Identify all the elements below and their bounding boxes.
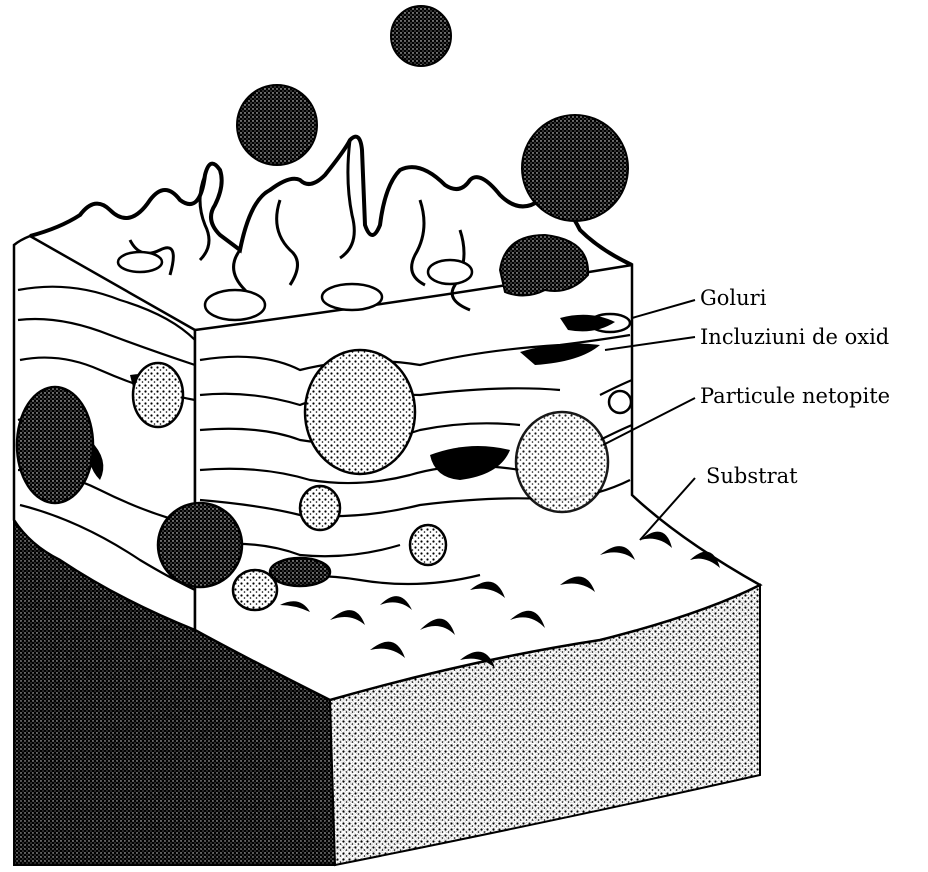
incoming-droplets <box>237 6 628 296</box>
label-goluri: Goluri <box>700 288 766 309</box>
void-1 <box>118 252 162 272</box>
particle-right <box>516 412 608 512</box>
droplet-left <box>237 85 317 165</box>
particle-bottom-left <box>158 503 242 587</box>
particle-small-1 <box>133 363 183 427</box>
void-6 <box>609 391 631 413</box>
droplet-top <box>391 6 451 66</box>
droplet-right <box>522 115 628 221</box>
particle-small-5 <box>270 558 330 586</box>
particle-small-3 <box>410 525 446 565</box>
droplet-impacting <box>500 235 588 296</box>
void-2 <box>322 284 382 310</box>
void-3 <box>205 290 265 320</box>
particle-large-center <box>305 350 415 474</box>
particle-left <box>17 387 93 503</box>
label-oxide-inclusions: Incluziuni de oxid <box>700 327 889 348</box>
label-substrate: Substrat <box>706 466 798 487</box>
leader-goluri <box>632 300 695 318</box>
void-4 <box>428 260 472 284</box>
particle-small-2 <box>300 486 340 530</box>
label-unmelted-particles: Particule netopite <box>700 386 890 407</box>
